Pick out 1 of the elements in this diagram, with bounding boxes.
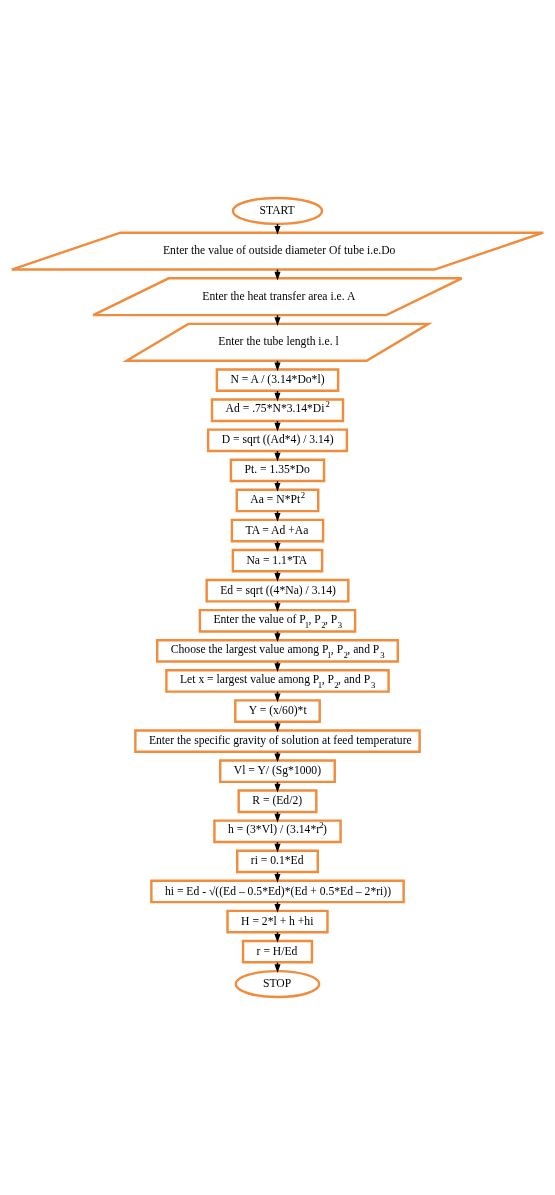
node-ellipse: STOP — [234, 969, 321, 999]
